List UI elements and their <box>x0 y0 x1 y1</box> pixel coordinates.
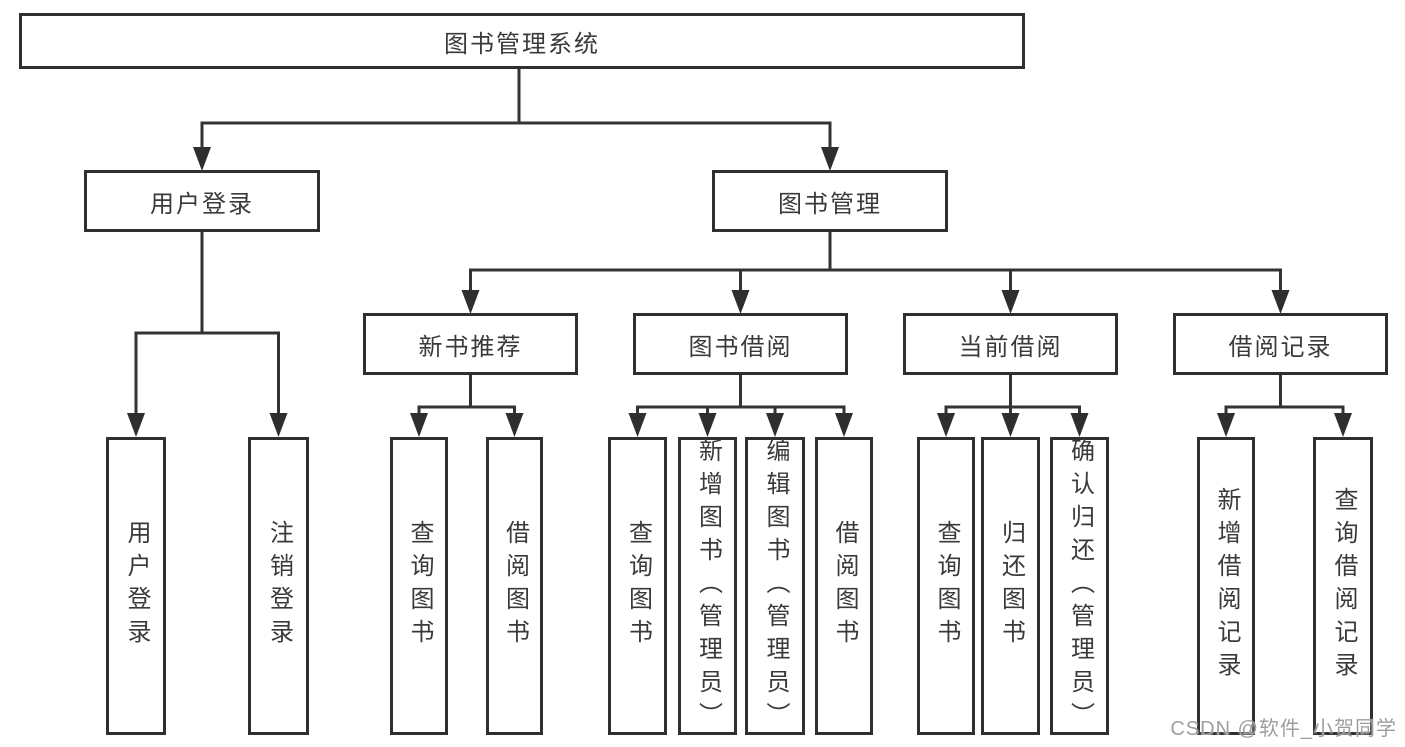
connector-lines <box>134 69 1345 425</box>
arrow-down-icon <box>835 413 853 437</box>
arrow-down-icon <box>731 290 750 314</box>
node-book-management-branch: 图书管理 <box>712 170 948 232</box>
arrow-down-icon <box>1217 413 1235 437</box>
node-leaf-add-borrow-record-label: 新增借阅记录 <box>1213 487 1240 685</box>
arrow-down-icon <box>505 413 524 437</box>
node-leaf-recommend-query-books-label: 查询图书 <box>406 520 433 652</box>
connector-management-to-level3 <box>469 232 1282 302</box>
arrow-down-icon <box>193 147 211 171</box>
node-user-login-branch-label: 用户登录 <box>150 190 254 218</box>
arrow-down-icon <box>937 413 955 437</box>
arrow-down-icon <box>698 413 717 437</box>
arrow-down-icon <box>127 413 145 437</box>
arrow-down-icon <box>1001 290 1020 314</box>
node-new-book-recommend: 新书推荐 <box>363 313 578 375</box>
node-leaf-confirm-return-admin-label: 确认归还（管理员） <box>1066 437 1094 735</box>
arrow-down-icon <box>1271 290 1290 314</box>
node-leaf-logout-label: 注销登录 <box>265 520 293 652</box>
node-current-borrowing: 当前借阅 <box>903 313 1118 375</box>
node-leaf-edit-books-admin: 编辑图书（管理员） <box>745 437 805 735</box>
node-leaf-borrow-books: 借阅图书 <box>815 437 873 735</box>
node-current-borrowing-label: 当前借阅 <box>958 333 1063 361</box>
arrow-down-icon <box>766 413 784 437</box>
node-leaf-borrow-query-books-label: 查询图书 <box>624 520 652 652</box>
node-root: 图书管理系统 <box>19 13 1025 69</box>
node-leaf-current-query-books: 查询图书 <box>917 437 975 735</box>
node-borrow-records-label: 借阅记录 <box>1228 333 1333 361</box>
csdn-watermark: CSDN @软件_小贺同学 <box>1170 718 1397 740</box>
node-root-label: 图书管理系统 <box>444 30 600 58</box>
connector-recommend-to-leaves <box>417 375 516 425</box>
node-leaf-confirm-return-admin: 确认归还（管理员） <box>1050 437 1109 735</box>
node-leaf-recommend-query-books: 查询图书 <box>390 437 448 735</box>
arrow-down-icon <box>1001 413 1020 437</box>
node-leaf-user-login: 用户登录 <box>106 437 166 735</box>
node-leaf-return-books-label: 归还图书 <box>997 520 1025 652</box>
node-book-management-branch-label: 图书管理 <box>778 190 882 218</box>
node-book-borrowing: 图书借阅 <box>633 313 848 375</box>
node-leaf-recommend-borrow-books-label: 借阅图书 <box>501 520 529 652</box>
node-leaf-add-borrow-record: 新增借阅记录 <box>1197 437 1255 735</box>
node-user-login-branch: 用户登录 <box>84 170 320 232</box>
node-book-borrowing-label: 图书借阅 <box>688 333 793 361</box>
arrow-down-icon <box>269 413 288 437</box>
connector-login-to-leaves <box>134 232 280 425</box>
node-leaf-user-login-label: 用户登录 <box>123 520 150 652</box>
arrow-down-icon <box>1070 413 1089 437</box>
node-leaf-query-borrow-record: 查询借阅记录 <box>1313 437 1373 735</box>
node-leaf-query-borrow-record-label: 查询借阅记录 <box>1330 487 1357 685</box>
arrow-down-icon <box>628 413 647 437</box>
arrow-down-icon <box>1334 413 1352 437</box>
connector-records-to-leaves <box>1224 375 1345 425</box>
connector-root-to-level2 <box>200 69 832 159</box>
node-borrow-records: 借阅记录 <box>1173 313 1388 375</box>
node-leaf-current-query-books-label: 查询图书 <box>933 520 960 652</box>
node-leaf-return-books: 归还图书 <box>981 437 1040 735</box>
arrowheads <box>127 147 1352 437</box>
node-leaf-add-books-admin: 新增图书（管理员） <box>678 437 737 735</box>
node-leaf-borrow-query-books: 查询图书 <box>608 437 667 735</box>
node-leaf-add-books-admin-label: 新增图书（管理员） <box>694 437 722 735</box>
node-leaf-logout: 注销登录 <box>248 437 309 735</box>
node-leaf-edit-books-admin-label: 编辑图书（管理员） <box>762 437 789 735</box>
node-new-book-recommend-label: 新书推荐 <box>418 333 523 361</box>
connector-borrow-to-leaves <box>636 375 846 425</box>
arrow-down-icon <box>821 147 839 171</box>
node-leaf-borrow-books-label: 借阅图书 <box>831 520 858 652</box>
node-leaf-recommend-borrow-books: 借阅图书 <box>486 437 543 735</box>
arrow-down-icon <box>410 413 428 437</box>
arrow-down-icon <box>461 290 480 314</box>
